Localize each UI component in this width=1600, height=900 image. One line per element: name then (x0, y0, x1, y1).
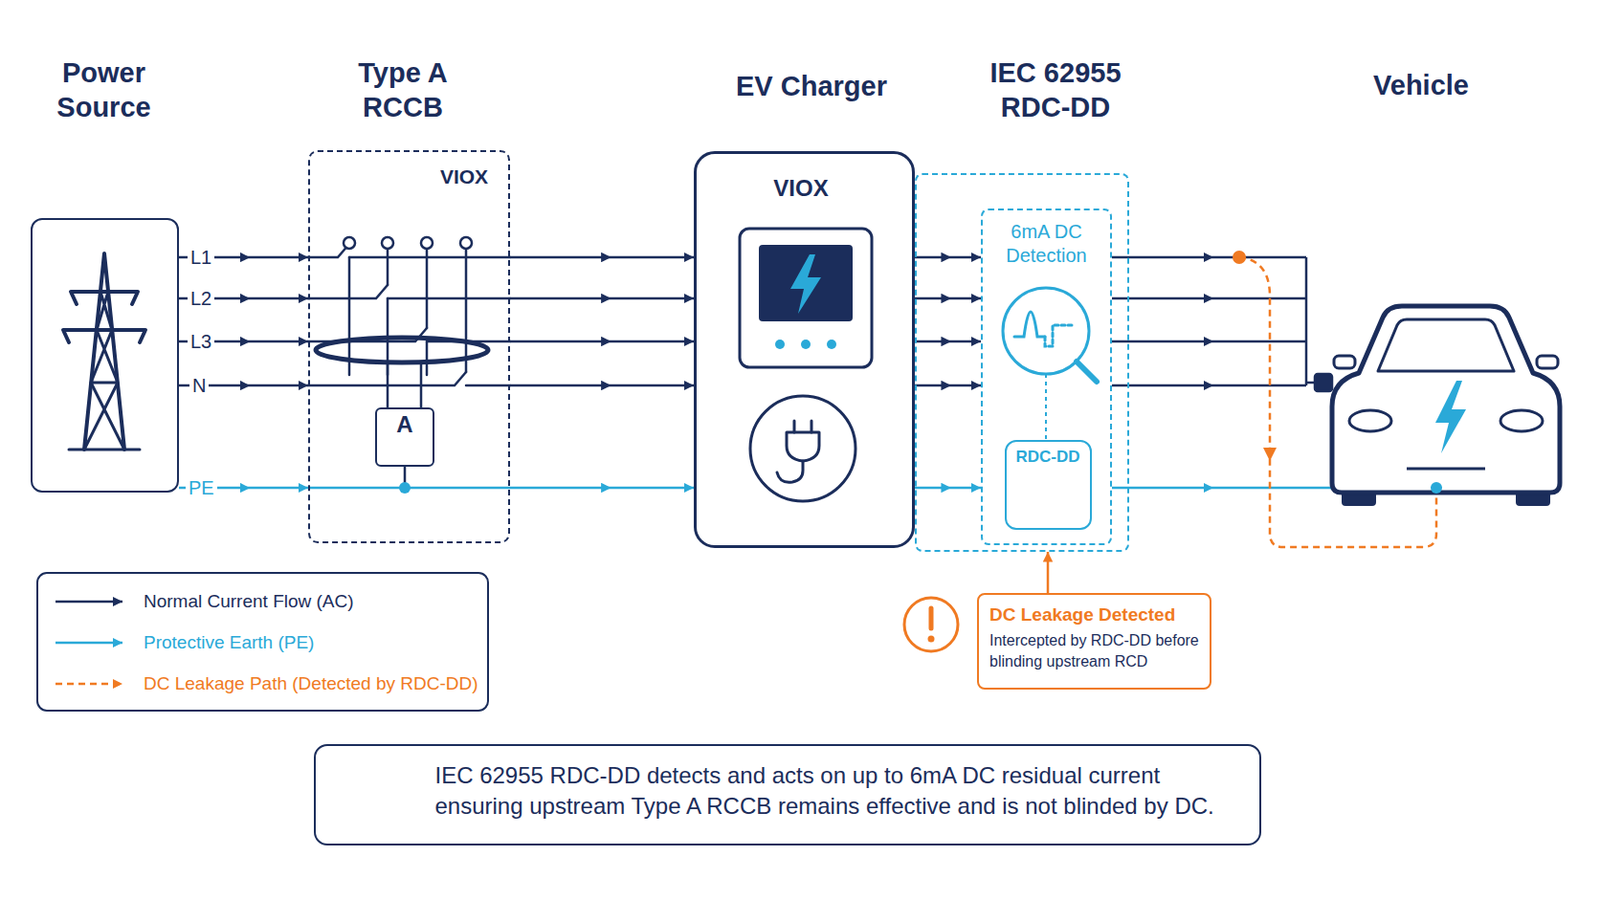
column-heading: IEC 62955 RDC-DD (955, 55, 1156, 126)
node-title: IEC 62955 RDC-DD detects and acts on up … (435, 760, 1251, 823)
wire-label: L1 (187, 245, 215, 269)
legend-sample (55, 600, 123, 604)
legend-text: DC Leakage Path (Detected by RDC-DD) (143, 672, 479, 696)
node-text: VIOX (748, 174, 854, 203)
node-text: VIOX (428, 164, 500, 190)
wire-connector (510, 384, 694, 388)
vehicle-wires (1111, 257, 1333, 392)
leakage-arrow (1263, 447, 1277, 462)
wire-connector (510, 297, 694, 301)
detection-box: 6mA DC DetectionRDC-DD (980, 208, 1112, 546)
wire-label: L3 (187, 330, 215, 354)
wire-connector (914, 340, 981, 344)
rcd-type-box: A (375, 407, 435, 467)
wire-label: N (189, 374, 209, 398)
legend-text: Protective Earth (PE) (143, 631, 314, 655)
wire-connector (914, 487, 981, 490)
column-heading: Power Source (22, 55, 186, 126)
wire-connector (914, 256, 981, 260)
leakage-point (1232, 250, 1246, 265)
rdc-dd-region: IEC 62955 RDC-DD6mA DC DetectionRDC-DD (914, 173, 1130, 553)
leakage-path (1239, 257, 1437, 548)
wire-label: L2 (187, 287, 215, 311)
charger-box: EV ChargerVIOX (693, 151, 915, 549)
node-title: 6mA DC Detection (985, 220, 1108, 268)
rccb-housing: Type A RCCBVIOXA (308, 150, 511, 544)
node-title: A (375, 410, 435, 440)
node-title: DC Leakage Detected (989, 603, 1206, 627)
rdc-link (1044, 374, 1047, 441)
pe-wire (1111, 487, 1214, 490)
rccb-switch (308, 237, 511, 489)
wire-label: PE (185, 476, 218, 500)
callout-box: DC Leakage DetectedIntercepted by RDC-DD… (977, 593, 1212, 690)
charger-screen (739, 228, 872, 368)
legend-frame (37, 573, 489, 712)
rdc-dd-chip-box: RDC-DD (1004, 440, 1092, 531)
node-text: Intercepted by RDC-DD before blinding up… (989, 630, 1206, 674)
legend-sample (55, 683, 123, 687)
column-heading: Vehicle (1322, 68, 1520, 103)
car-illustration (1332, 306, 1560, 507)
legend-text: Normal Current Flow (AC) (143, 590, 355, 614)
node-title: RDC-DD (1006, 446, 1090, 467)
note-box: IEC 62955 RDC-DD detects and acts on up … (313, 744, 1262, 846)
plug-icon (750, 396, 856, 502)
pe-junction (1430, 482, 1443, 494)
wire-connector (914, 297, 981, 301)
wire-connector (914, 384, 981, 388)
pe-junction (399, 482, 411, 494)
wire-connector (510, 256, 694, 260)
pylon-icon (63, 253, 146, 450)
magnifier-icon (1002, 288, 1097, 382)
column-heading: Type A RCCB (326, 55, 480, 126)
callout-arrow (1046, 552, 1050, 594)
wire-connector (510, 340, 694, 344)
wire-connector (510, 487, 694, 490)
legend-sample (55, 642, 123, 645)
warning-icon (904, 598, 958, 652)
column-heading: EV Charger (677, 68, 946, 104)
power-source-box: Power Source (30, 218, 179, 493)
